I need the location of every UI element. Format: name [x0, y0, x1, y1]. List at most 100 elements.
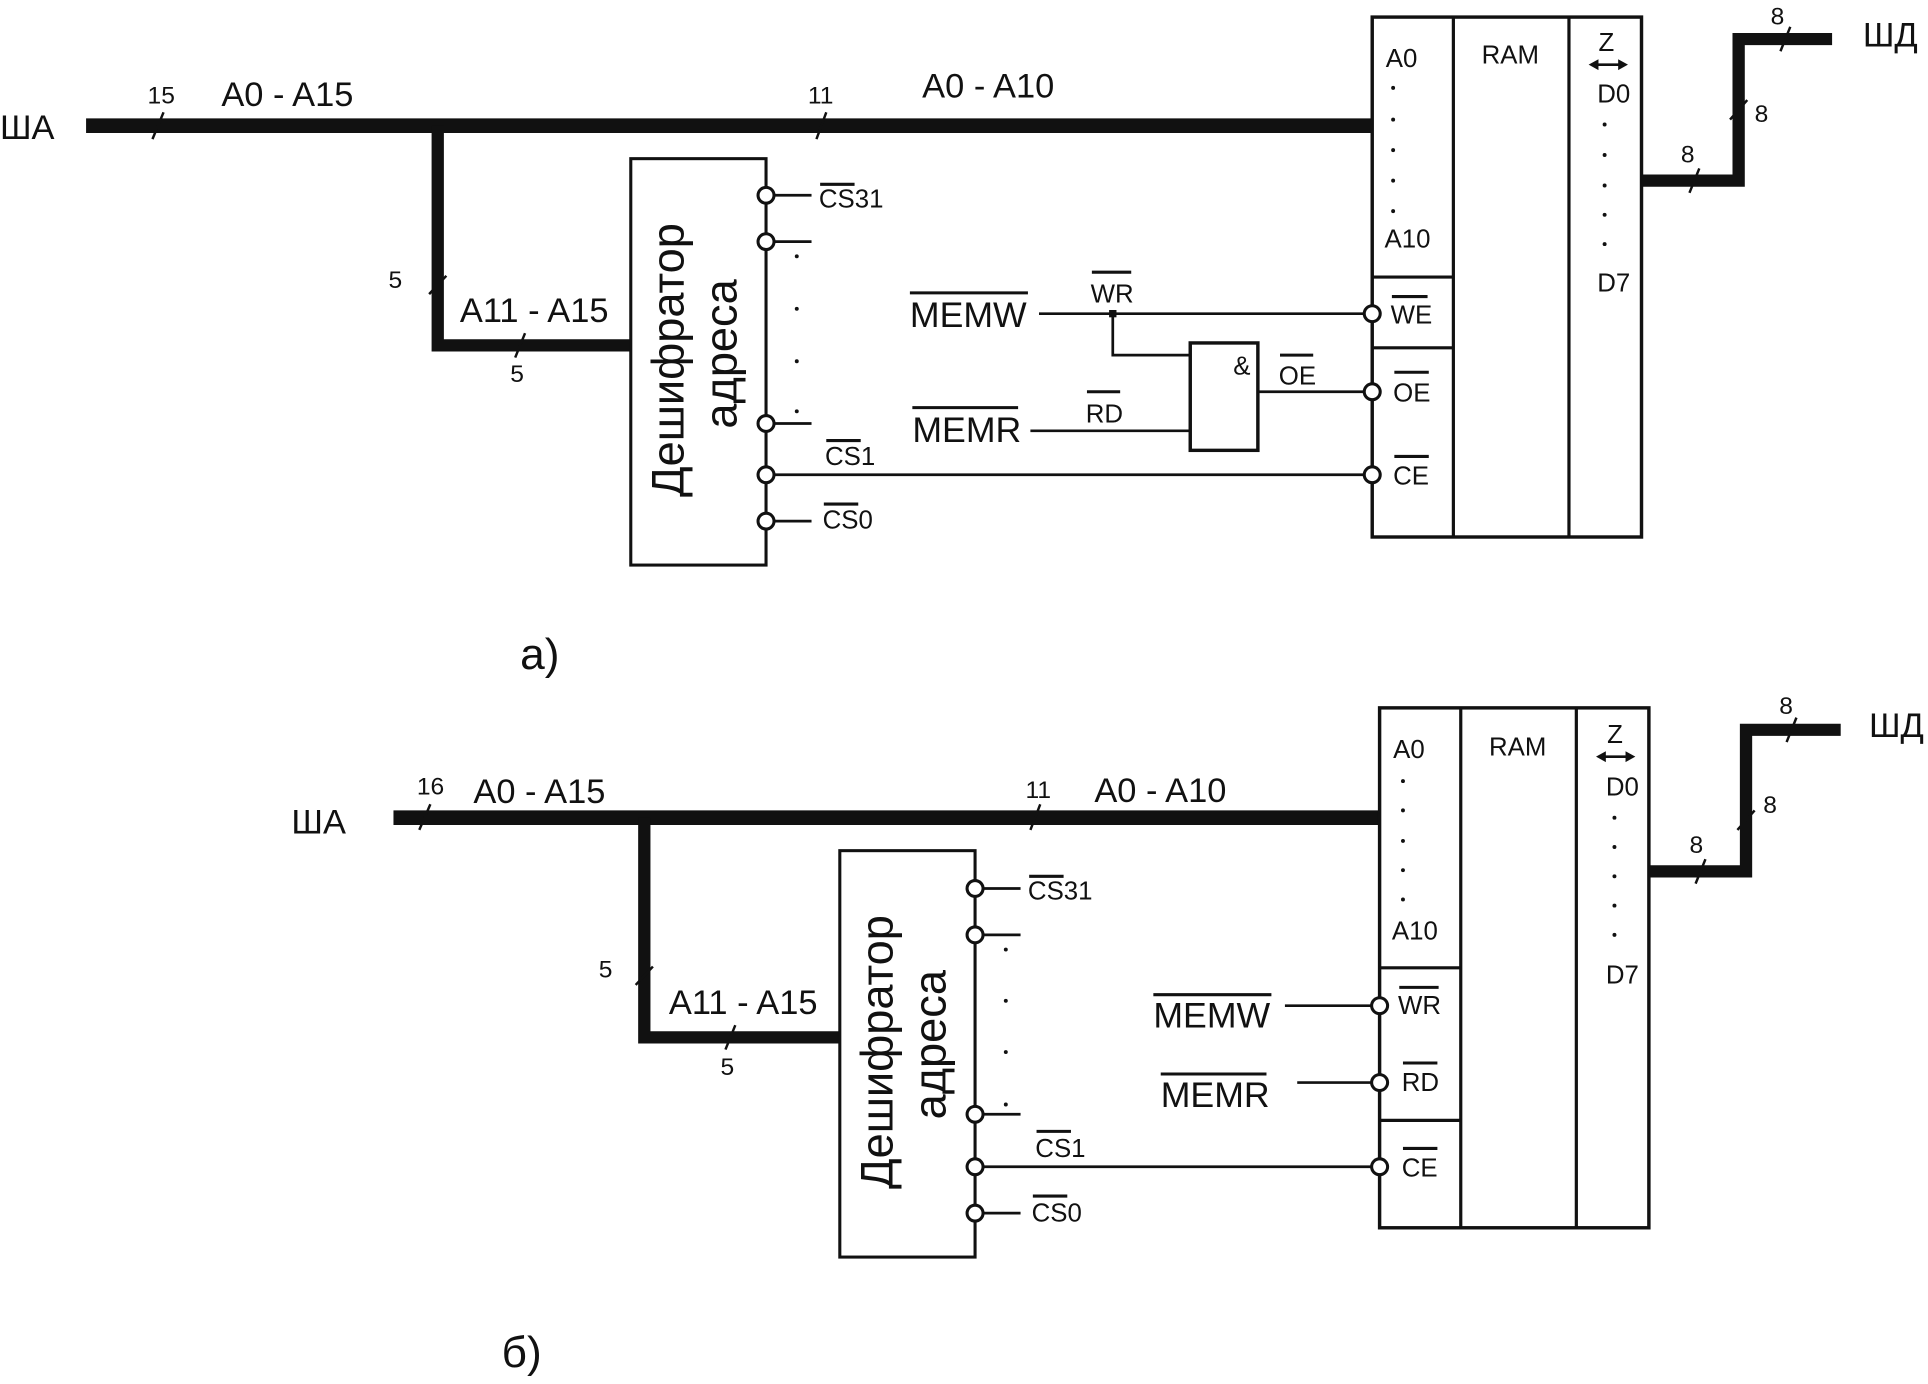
decoder-title-line2: адреса — [904, 969, 955, 1119]
inverted-input-pin — [1370, 1073, 1390, 1093]
ellipsis-dot — [1400, 838, 1405, 843]
ellipsis-dot — [1400, 897, 1405, 902]
ellipsis-dot — [1612, 932, 1617, 937]
decoder-bus-width-horizontal: 5 — [721, 1054, 735, 1081]
ram-oe-label: OE — [1393, 380, 1430, 408]
ram-address-bus-width: 11 — [808, 83, 834, 110]
bus-width-tick — [1694, 858, 1707, 885]
ram-rd-label: RD — [1402, 1069, 1439, 1097]
data-bus-width-bus-side: 8 — [1771, 3, 1785, 30]
bus-width-tick — [724, 1024, 737, 1051]
address-bus-label: ША — [0, 109, 55, 147]
diagram-a: ША 15 A0 - A15 11 A0 - A10 5 A11 - A15 5… — [0, 3, 1918, 678]
ram-wr-label: WR — [1398, 992, 1441, 1020]
and-gate-block — [1188, 341, 1260, 453]
ram-address-last: A10 — [1385, 226, 1431, 254]
inverted-output-pin — [756, 414, 776, 433]
decoder-bus-signals: A11 - A15 — [669, 984, 818, 1022]
cs0-label: CS0 — [823, 507, 873, 535]
rd-label: RD — [1086, 400, 1123, 428]
ellipsis-dot — [1400, 868, 1405, 873]
ellipsis-dot — [1391, 117, 1396, 122]
ellipsis-dot — [1602, 183, 1607, 188]
bus-width-tick — [428, 274, 448, 295]
arrow-head-right — [1618, 59, 1628, 71]
inverted-input-pin — [1370, 1157, 1390, 1177]
ellipsis-dot — [1003, 1050, 1008, 1054]
decoder-bus-width-horizontal: 5 — [510, 361, 524, 388]
data-bus-width-vertical: 8 — [1755, 101, 1769, 128]
memw-label: MEMW — [910, 295, 1027, 335]
data-bus-width-ram-side: 8 — [1681, 141, 1695, 168]
decoder-bus-signals: A11 - A15 — [460, 292, 609, 330]
ellipsis-dot — [1003, 998, 1008, 1003]
cs0-label: CS0 — [1032, 1200, 1082, 1228]
memr-label: MEMR — [912, 410, 1021, 450]
decoder-bus-width-vertical: 5 — [389, 267, 403, 294]
inverted-output-pin — [965, 879, 985, 898]
decoder-title-line2: адреса — [695, 278, 746, 428]
ellipsis-dot — [1391, 148, 1396, 153]
ram-address-last: A10 — [1392, 918, 1438, 946]
inverted-input-pin — [1362, 382, 1382, 402]
bus-width-tick — [514, 332, 527, 359]
ellipsis-dot — [1602, 212, 1607, 217]
bus-width-tick — [1729, 99, 1749, 121]
diagram-caption: а) — [520, 630, 559, 679]
cs1-label: CS1 — [825, 443, 875, 471]
ellipsis-dot — [1612, 874, 1617, 879]
address-bus-width: 16 — [417, 774, 444, 801]
inverted-output-pin — [965, 925, 985, 945]
ellipsis-dot — [1602, 242, 1607, 247]
address-bus-signals: A0 - A15 — [221, 76, 353, 114]
ram-address-bus-width: 11 — [1025, 777, 1051, 804]
cs31-label: CS31 — [819, 186, 884, 214]
memw-label: MEMW — [1153, 996, 1270, 1036]
ellipsis-dot — [1391, 178, 1396, 183]
arrow-head-left — [1596, 751, 1606, 763]
bus-width-tick — [1779, 26, 1792, 52]
data-bus-width-ram-side: 8 — [1689, 832, 1703, 859]
ram-address-first: A0 — [1393, 736, 1425, 764]
bus-width-tick — [1688, 167, 1701, 194]
inverted-output-pin — [756, 232, 776, 252]
ellipsis-dot — [1612, 903, 1617, 908]
bidirectional-arrow-icon — [1596, 751, 1636, 763]
diagram-b: ША 16 A0 - A15 11 A0 - A10 5 A11 - A15 5… — [291, 693, 1923, 1377]
address-bus-width: 15 — [148, 83, 175, 110]
ram-data-last: D7 — [1606, 962, 1639, 990]
data-bus-line — [1641, 32, 1833, 187]
ellipsis-dot — [794, 359, 799, 364]
wr-label: WR — [1091, 281, 1134, 309]
ellipsis-dot — [1391, 85, 1396, 90]
diagram-caption: б) — [502, 1328, 542, 1377]
decoder-bus-line — [431, 125, 631, 352]
ellipsis-dot — [1391, 209, 1396, 214]
decoder-title-line1: Дешифратор — [852, 915, 903, 1189]
cs1-label: CS1 — [1035, 1135, 1085, 1163]
bus-width-tick — [1736, 809, 1756, 831]
inverted-output-pin — [756, 185, 776, 205]
inverted-input-pin — [1362, 304, 1382, 324]
ram-z-state-label: Z — [1598, 29, 1614, 57]
inverted-input-pin — [1370, 996, 1390, 1016]
ellipsis-dot — [1400, 779, 1405, 784]
ellipsis-dot — [1612, 815, 1617, 820]
inverted-output-pin — [965, 1157, 985, 1177]
ram-ce-label: CE — [1402, 1155, 1438, 1183]
decoder-title-line1: Дешифратор — [643, 223, 694, 497]
ellipsis-dot — [1400, 808, 1405, 813]
data-bus-width-vertical: 8 — [1763, 792, 1777, 819]
ram-we-label: WE — [1391, 302, 1433, 330]
ram-address-first: A0 — [1386, 45, 1418, 73]
address-decoder-block — [838, 849, 977, 1259]
inverted-output-pin — [965, 1203, 985, 1223]
data-bus-label: ШД — [1869, 707, 1924, 745]
and-gate-symbol: & — [1233, 353, 1250, 381]
address-bus-label: ША — [291, 804, 346, 842]
ram-ce-label: CE — [1393, 463, 1429, 491]
ellipsis-dot — [794, 306, 799, 311]
inverted-output-pin — [756, 511, 776, 531]
inverted-output-pin — [965, 1104, 985, 1124]
